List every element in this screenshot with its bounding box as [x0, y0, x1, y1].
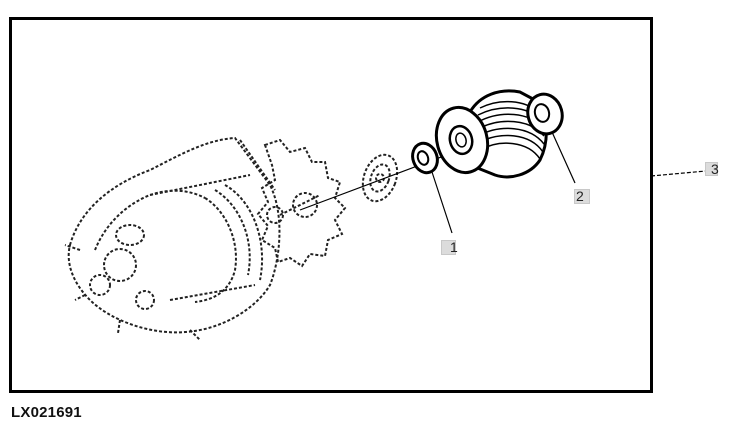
leader-line-2: [551, 131, 576, 184]
callout-number: 1: [450, 239, 458, 255]
part-2-washer: [526, 92, 564, 136]
figure-id-label: LX021691: [11, 404, 82, 421]
callout-number: 2: [576, 188, 584, 204]
callout-2: 2: [574, 188, 590, 204]
leader-line-1: [431, 171, 453, 234]
spacer-washer: [361, 153, 399, 203]
fan-rotor: [256, 138, 347, 268]
callout-1: 1: [441, 240, 458, 255]
leader-line-3: [650, 170, 707, 177]
callout-number: 3: [711, 161, 719, 177]
alternator-body: [64, 136, 284, 341]
callout-3: 3: [705, 162, 719, 176]
diagram-frame: [9, 17, 653, 393]
part-1-washer: [411, 141, 439, 175]
